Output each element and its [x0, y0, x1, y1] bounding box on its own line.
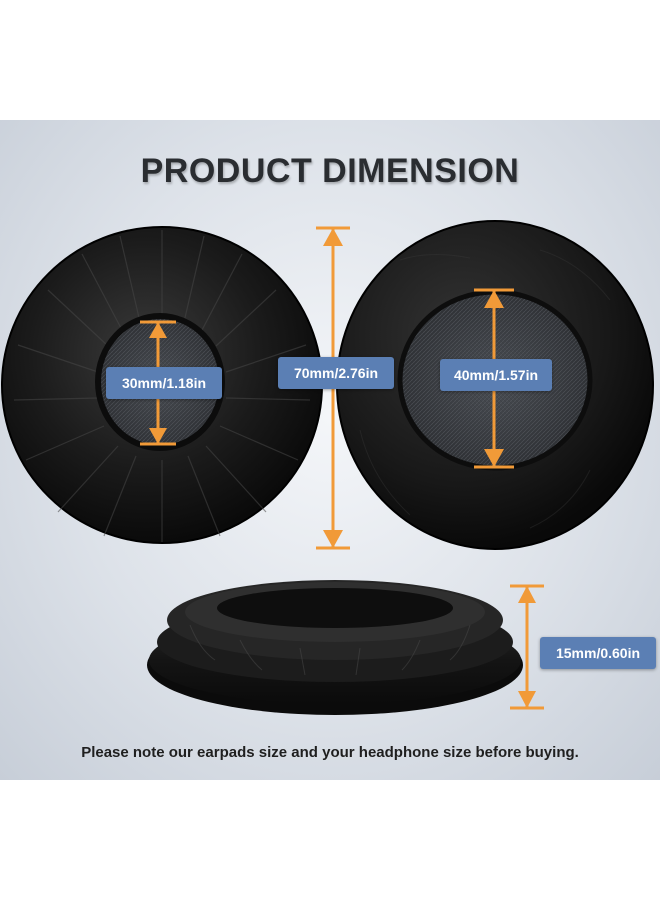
inner-diameter-left-label: 30mm/1.18in: [106, 367, 222, 399]
inner-diameter-right-label: 40mm/1.57in: [440, 359, 552, 391]
bottom-earpad-side-view: [147, 580, 523, 715]
outer-diameter-label: 70mm/2.76in: [278, 357, 394, 389]
buying-note: Please note our earpads size and your he…: [81, 744, 579, 761]
page-title: PRODUCT DIMENSION: [140, 152, 520, 190]
thickness-label: 15mm/0.60in: [540, 637, 656, 669]
